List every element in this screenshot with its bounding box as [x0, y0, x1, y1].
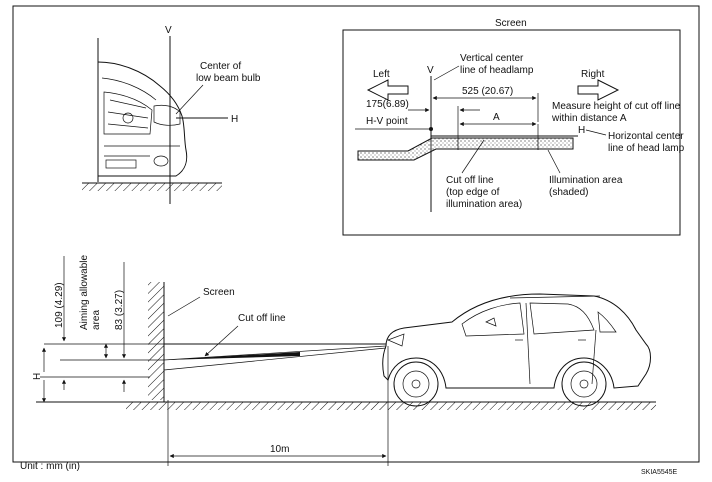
unit-label: Unit : mm (in) — [20, 461, 80, 472]
figure-code: SKIA5545E — [641, 469, 678, 476]
aiming-label-1: Aiming allowable — [79, 255, 90, 330]
car-front-view: V H Center of low beam bulb — [82, 25, 261, 204]
hv-point-marker — [429, 127, 433, 131]
v-label-screen: V — [427, 65, 434, 76]
measure-label-2: within distance A — [551, 113, 627, 124]
vcl-label-2: line of headlamp — [460, 65, 534, 76]
right-arrow-icon — [577, 79, 620, 101]
screen-panel: Screen Left Right V Vertical center line… — [342, 18, 685, 236]
cutoff-label-3: illumination area) — [446, 199, 522, 210]
ground-hatch-top — [82, 183, 222, 191]
emblem-icon — [122, 112, 134, 124]
dim-525: 525 (20.67) — [462, 86, 513, 97]
aiming-label-2: area — [91, 310, 102, 330]
headlamp — [153, 104, 181, 126]
a-label: A — [493, 112, 500, 123]
illumination-area — [357, 137, 574, 161]
rear-window — [529, 302, 595, 335]
dim-109: 109 (4.29) — [54, 282, 65, 328]
ground-hatch-bottom — [126, 402, 656, 410]
front-window — [461, 302, 525, 337]
front-wheel — [393, 361, 439, 407]
vcl-label-1: Vertical center — [460, 53, 524, 64]
beam-low — [163, 347, 387, 371]
screen-wall-hatch — [148, 282, 164, 400]
cutoff-label-1: Cut off line — [446, 175, 494, 186]
hv-point-label: H-V point — [366, 116, 408, 127]
dist-10m: 10m — [270, 444, 289, 455]
cutoff-label-2: (top edge of — [446, 187, 500, 198]
car-front-outline — [97, 61, 188, 177]
screen-title: Screen — [495, 18, 527, 29]
beam-mid — [163, 345, 387, 361]
right-label: Right — [581, 69, 605, 80]
bulb-center-label-1: Center of — [200, 61, 241, 72]
illum-label-2: (shaded) — [549, 187, 588, 198]
bulb-leader — [175, 84, 204, 115]
side-mirror — [485, 317, 497, 327]
hcl-label-1: Horizontal center — [608, 131, 684, 142]
left-arrow-icon — [366, 79, 409, 101]
figure-frame — [12, 5, 700, 463]
side-view: Screen Cut off line 109 (4.29) Aiming al… — [32, 255, 656, 466]
cutoff-side-label: Cut off line — [238, 313, 286, 324]
dim-83: 83 (3.27) — [114, 290, 125, 330]
h-side-label: H — [32, 373, 43, 380]
side-headlamp — [387, 333, 405, 347]
illum-label-1: Illumination area — [549, 175, 623, 186]
h-label-car: H — [231, 114, 238, 125]
rear-wheel — [561, 361, 607, 407]
hcl-label-2: line of head lamp — [608, 143, 685, 154]
bulb-center-label-2: low beam bulb — [196, 73, 261, 84]
grille — [103, 91, 153, 135]
measure-label-1: Measure height of cut off line — [552, 101, 681, 112]
screen-side-label: Screen — [203, 287, 235, 298]
v-label-car: V — [165, 25, 172, 36]
fog-lamp — [153, 155, 169, 167]
dim-175: 175(6.89) — [366, 99, 409, 110]
h-label-screen: H — [578, 125, 585, 136]
screen-panel-frame — [342, 29, 681, 236]
left-label: Left — [373, 69, 390, 80]
suv-side-silhouette — [382, 293, 651, 407]
